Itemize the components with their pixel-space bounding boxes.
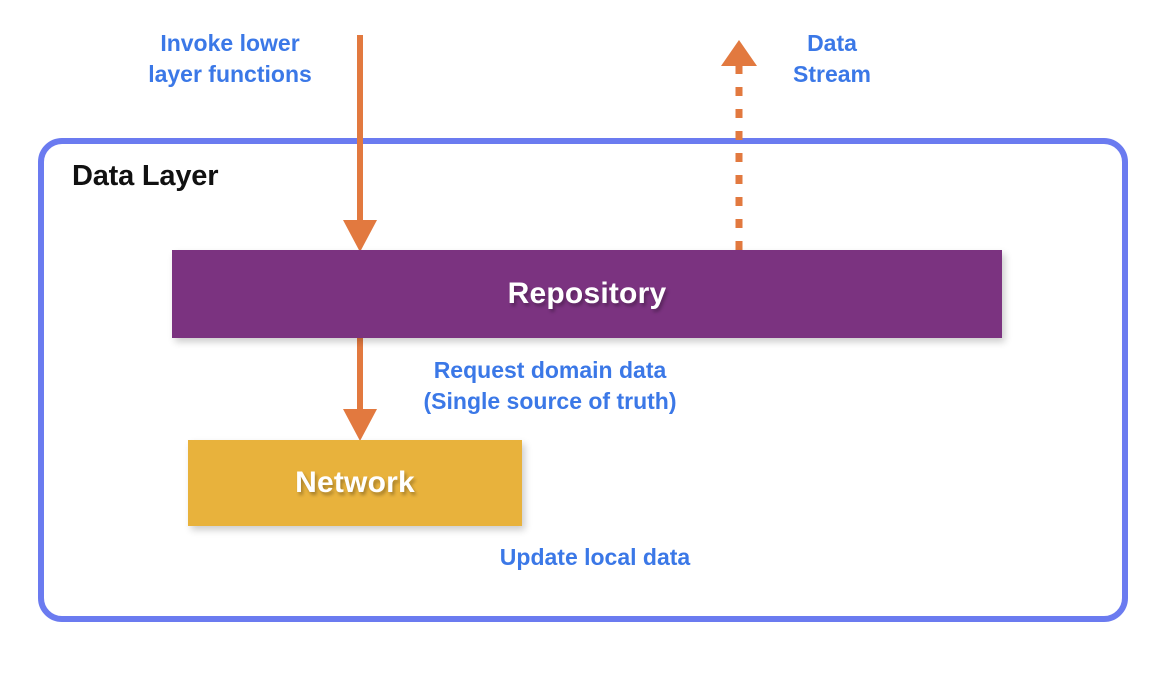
data-layer-title: Data Layer (72, 160, 219, 192)
network-box[interactable]: Network (188, 440, 522, 526)
data-layer-container (38, 138, 1128, 622)
invoke-lower-layer-functions-label: Invoke lower layer functions (148, 30, 312, 87)
update-local-data-label: Update local data (499, 544, 691, 570)
request-domain-data-label: Request domain data (Single source of tr… (423, 357, 677, 414)
repository-box[interactable]: Repository (172, 250, 1002, 338)
data-stream-label: Data Stream (793, 30, 871, 87)
repository-label: Repository (507, 277, 667, 310)
network-label: Network (295, 466, 415, 499)
